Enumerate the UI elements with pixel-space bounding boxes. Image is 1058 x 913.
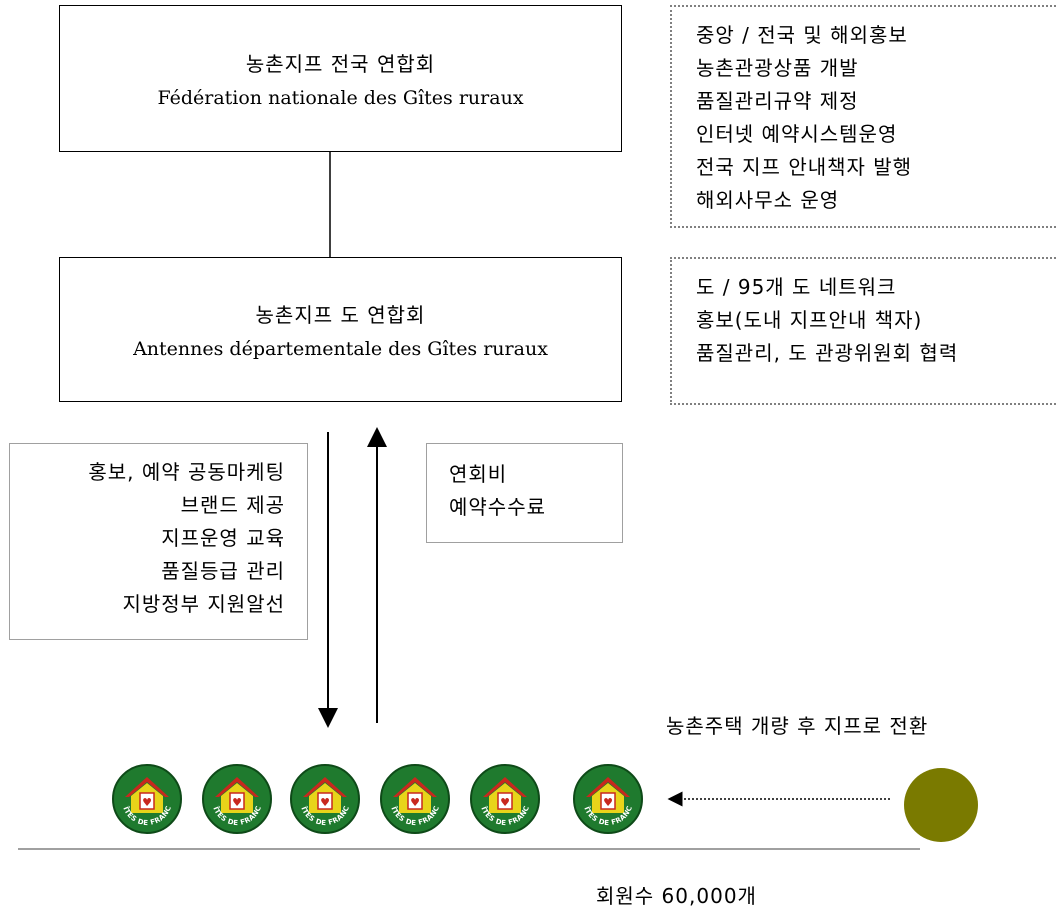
gites-de-france-logo: ♥GÎTES DE FRANCE	[572, 763, 643, 834]
svg-text:♥: ♥	[410, 796, 420, 809]
conversion-label: 농촌주택 개량 후 지프로 전환	[666, 714, 929, 738]
national-role-item: 중앙 / 전국 및 해외홍보	[696, 23, 908, 47]
rural-house-dot	[904, 768, 978, 842]
national-role-item: 농촌관광상품 개발	[696, 56, 859, 80]
service-item: 홍보, 예약 공동마케팅	[88, 460, 285, 484]
national-roles-box: 중앙 / 전국 및 해외홍보 농촌관광상품 개발 품질관리규약 제정 인터넷 예…	[670, 5, 1058, 228]
departmental-roles-box: 도 / 95개 도 네트워크 홍보(도내 지프안내 책자) 품질관리, 도 관광…	[670, 257, 1058, 405]
svg-text:♥: ♥	[500, 796, 510, 809]
svg-text:♥: ♥	[142, 796, 152, 809]
gites-de-france-logo: ♥GÎTES DE FRANCE	[289, 763, 360, 834]
national-role-item: 전국 지프 안내책자 발행	[696, 155, 913, 179]
member-count-label: 회원수 60,000개	[596, 884, 757, 908]
national-federation-title-fr: Fédération nationale des Gîtes ruraux	[157, 87, 524, 109]
gites-de-france-logo: ♥GÎTES DE FRANCE	[111, 763, 182, 834]
departmental-federation-box: 농촌지프 도 연합회 Antennes départementale des G…	[59, 257, 622, 402]
departmental-role-item: 도 / 95개 도 네트워크	[696, 275, 897, 299]
service-item: 지방정부 지원알선	[122, 592, 285, 616]
svg-text:♥: ♥	[603, 796, 613, 809]
departmental-role-item: 홍보(도내 지프안내 책자)	[696, 308, 923, 332]
gites-de-france-logo: ♥GÎTES DE FRANCE	[201, 763, 272, 834]
national-role-item: 인터넷 예약시스템운영	[696, 122, 898, 146]
national-role-item: 품질관리규약 제정	[696, 89, 859, 113]
departmental-federation-title-ko: 농촌지프 도 연합회	[255, 303, 426, 327]
gites-de-france-logo: ♥GÎTES DE FRANCE	[379, 763, 450, 834]
fee-item: 예약수수료	[449, 495, 546, 519]
fees-box: 연회비 예약수수료	[426, 443, 623, 543]
service-item: 브랜드 제공	[180, 493, 285, 517]
fee-item: 연회비	[449, 462, 508, 486]
services-box: 홍보, 예약 공동마케팅 브랜드 제공 지프운영 교육 품질등급 관리 지방정부…	[9, 443, 308, 640]
gites-de-france-logo: ♥GÎTES DE FRANCE	[469, 763, 540, 834]
departmental-role-item: 품질관리, 도 관광위원회 협력	[696, 341, 959, 365]
svg-text:♥: ♥	[232, 796, 242, 809]
departmental-federation-title-fr: Antennes départementale des Gîtes ruraux	[133, 338, 548, 360]
national-federation-box: 농촌지프 전국 연합회 Fédération nationale des Gît…	[59, 5, 622, 152]
service-item: 지프운영 교육	[161, 526, 285, 550]
national-role-item: 해외사무소 운영	[696, 188, 840, 212]
service-item: 품질등급 관리	[161, 559, 285, 583]
svg-text:♥: ♥	[320, 796, 330, 809]
national-federation-title-ko: 농촌지프 전국 연합회	[245, 52, 436, 76]
